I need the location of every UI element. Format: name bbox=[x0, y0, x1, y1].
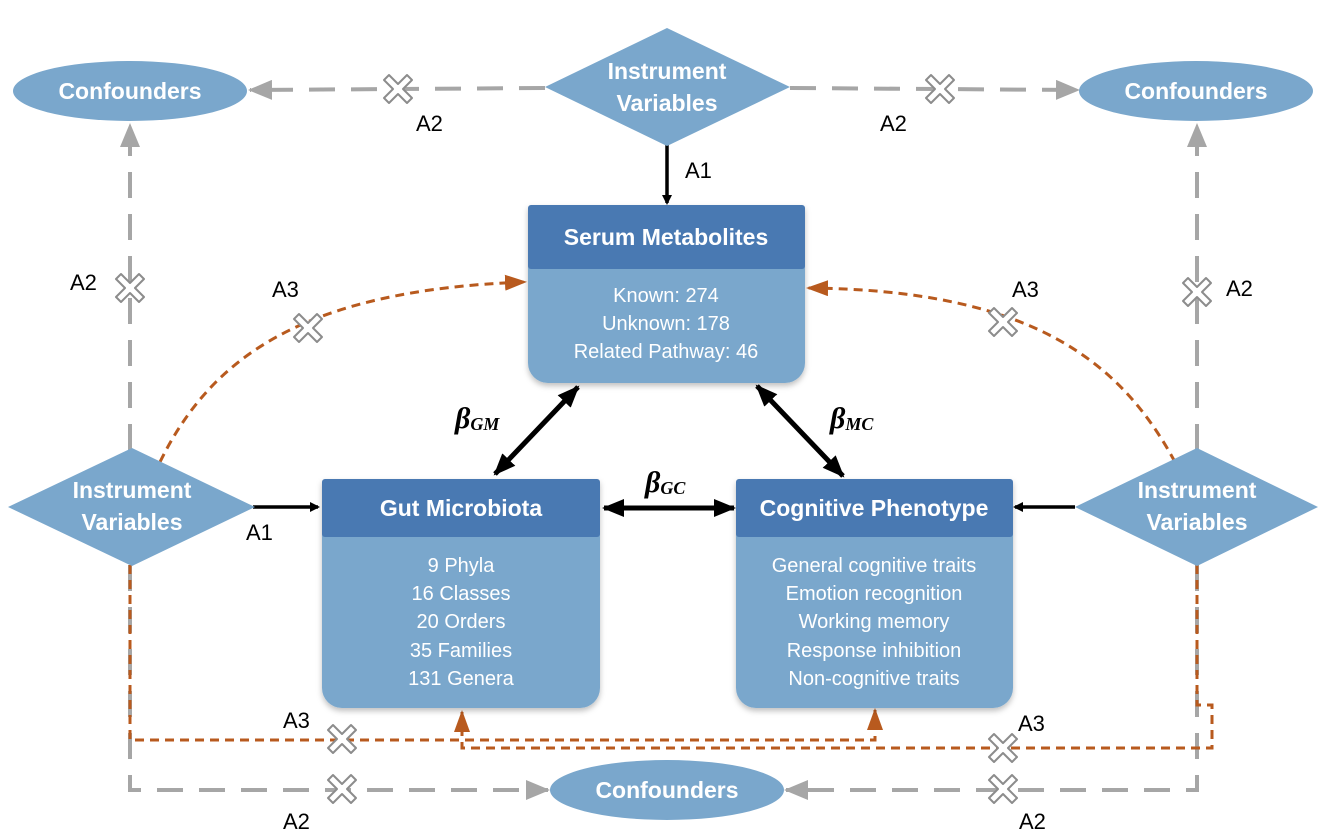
edge-iv-left-to-serum bbox=[158, 274, 527, 463]
beta-gc-label: βGC bbox=[644, 466, 686, 499]
black-edges bbox=[253, 145, 1075, 517]
svg-text:Instrument: Instrument bbox=[1138, 477, 1257, 503]
list-item: 16 Classes bbox=[412, 583, 511, 605]
list-item: Known: 274 bbox=[613, 285, 719, 307]
list-item: Related Pathway: 46 bbox=[574, 341, 759, 363]
beta-gm-label: βGM bbox=[454, 402, 500, 435]
serum-metabolites-list: Known: 274 Unknown: 178 Related Pathway:… bbox=[574, 285, 759, 363]
svg-text:Variables: Variables bbox=[81, 509, 182, 535]
label-a2-right: A2 bbox=[1226, 276, 1253, 301]
edge-iv-left-to-cog bbox=[128, 565, 883, 742]
cognitive-phenotype-box bbox=[736, 479, 1013, 708]
edge-iv-right-to-serum bbox=[806, 280, 1177, 463]
svg-text:Confounders: Confounders bbox=[58, 78, 201, 104]
beta-mc-label: βMC bbox=[829, 402, 874, 435]
instrument-variables-right: Instrument Variables bbox=[1075, 448, 1318, 566]
instrument-variables-left: Instrument Variables bbox=[8, 448, 255, 566]
confounder-top-right: Confounders bbox=[1079, 61, 1313, 121]
list-item: Working memory bbox=[799, 611, 950, 633]
svg-text:Confounders: Confounders bbox=[1124, 78, 1267, 104]
label-a3-top-left: A3 bbox=[272, 277, 299, 302]
label-a2-left: A2 bbox=[70, 270, 97, 295]
cross-marks bbox=[115, 74, 1212, 804]
list-item: Unknown: 178 bbox=[602, 313, 730, 335]
list-item: 9 Phyla bbox=[428, 555, 496, 577]
assumption-labels: A1 A1 A2 A2 A2 A2 A2 A2 A3 A3 A3 A3 bbox=[70, 111, 1253, 834]
label-a3-bottom-right: A3 bbox=[1018, 711, 1045, 736]
label-a1-left: A1 bbox=[246, 520, 273, 545]
edge-iv-right-to-gut bbox=[454, 565, 1214, 750]
list-item: General cognitive traits bbox=[772, 555, 977, 577]
edge-iv-left-to-conf-bottom bbox=[128, 565, 550, 800]
list-item: Response inhibition bbox=[787, 640, 962, 662]
label-a3-top-right: A3 bbox=[1012, 277, 1039, 302]
orange-dashed-edges bbox=[128, 274, 1214, 750]
edge-iv-right-to-conf-bottom bbox=[784, 565, 1199, 800]
cognitive-phenotype-title: Cognitive Phenotype bbox=[760, 495, 989, 521]
cross-icon bbox=[988, 307, 1018, 337]
label-a1-top: A1 bbox=[685, 158, 712, 183]
edge-cog-serum-bidir bbox=[755, 384, 845, 478]
confounder-top-left: Confounders bbox=[13, 61, 247, 121]
list-item: 131 Genera bbox=[408, 668, 515, 690]
serum-metabolites-box bbox=[528, 205, 805, 383]
grey-dashed-edges bbox=[120, 79, 1207, 800]
label-a2-top-left: A2 bbox=[416, 111, 443, 136]
list-item: Non-cognitive traits bbox=[788, 668, 959, 690]
svg-text:Instrument: Instrument bbox=[73, 477, 192, 503]
confounder-bottom: Confounders bbox=[550, 760, 784, 820]
gut-microbiota-title: Gut Microbiota bbox=[380, 495, 542, 521]
list-item: 35 Families bbox=[410, 640, 512, 662]
list-item: Emotion recognition bbox=[786, 583, 963, 605]
label-a2-bottom-left: A2 bbox=[283, 809, 310, 834]
serum-metabolites-title: Serum Metabolites bbox=[564, 224, 769, 250]
cross-icon bbox=[293, 313, 323, 343]
svg-text:Variables: Variables bbox=[1146, 509, 1247, 535]
gut-microbiota-list: 9 Phyla 16 Classes 20 Orders 35 Families… bbox=[408, 555, 515, 690]
label-a2-top-right: A2 bbox=[880, 111, 907, 136]
cognitive-phenotype-list: General cognitive traits Emotion recogni… bbox=[772, 555, 977, 690]
svg-text:Instrument: Instrument bbox=[608, 58, 727, 84]
list-item: 20 Orders bbox=[417, 611, 506, 633]
svg-text:Variables: Variables bbox=[616, 90, 717, 116]
edge-gut-serum-bidir bbox=[493, 385, 580, 476]
label-a2-bottom-right: A2 bbox=[1019, 809, 1046, 834]
label-a3-bottom-left: A3 bbox=[283, 708, 310, 733]
instrument-variables-top: Instrument Variables bbox=[545, 28, 790, 146]
gut-microbiota-box bbox=[322, 479, 600, 708]
svg-text:Confounders: Confounders bbox=[595, 777, 738, 803]
